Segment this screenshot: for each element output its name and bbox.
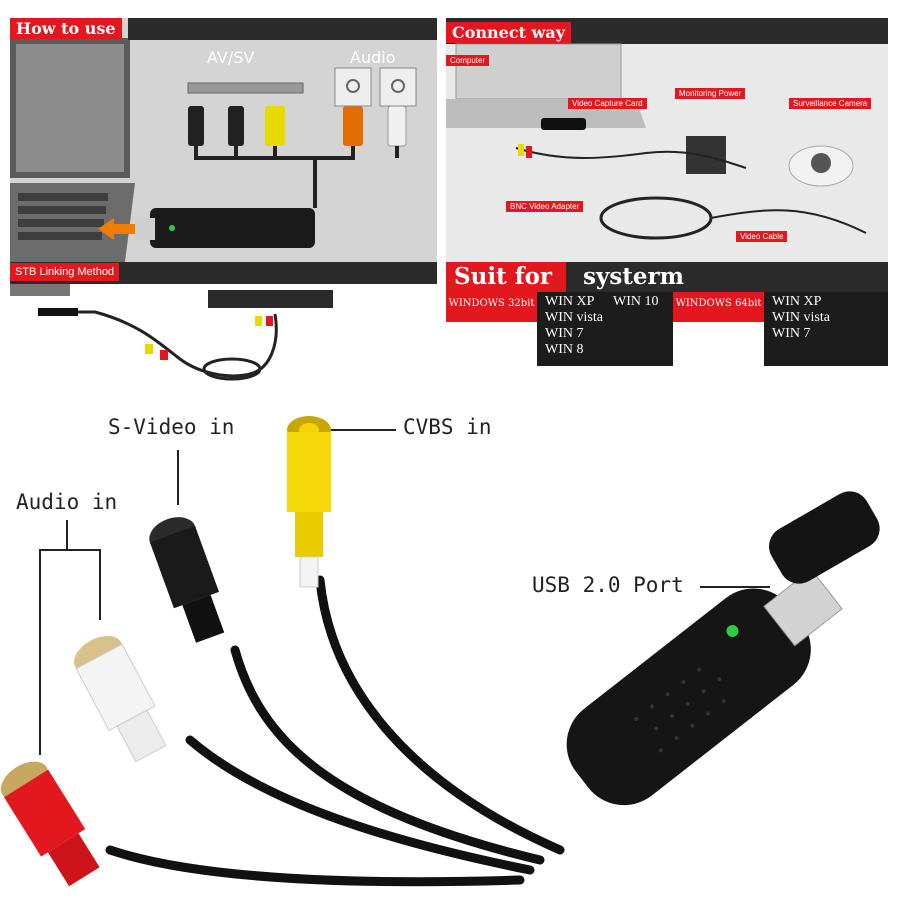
- win64-item: WIN vista: [772, 310, 830, 325]
- how-to-use-illustration: [10, 38, 417, 262]
- stb-illustration: [10, 284, 333, 381]
- win10-item: WIN 10: [613, 294, 659, 309]
- power-adapter-icon: [686, 136, 726, 174]
- win64-item: WIN 7: [772, 326, 811, 341]
- how-to-use-title: How to use: [10, 18, 122, 39]
- rca-plug-icon: [188, 105, 407, 147]
- laptop-icon: [446, 43, 646, 128]
- avsv-label: AV/SV: [207, 48, 255, 67]
- how-to-use-panel: How to use AV/SV Audio: [10, 18, 437, 262]
- connect-way-title: Connect way: [446, 22, 571, 43]
- usb-cap: [769, 491, 880, 584]
- audio-in-label: Audio in: [16, 490, 118, 514]
- win32-list: WIN XP WIN vista WIN 7 WIN 8: [537, 292, 605, 366]
- win32-item: WIN 8: [545, 342, 584, 357]
- connect-way-panel: Connect way Computer Video Capture Card …: [446, 18, 888, 262]
- win10-list: WIN 10: [605, 292, 673, 366]
- win32-item: WIN vista: [545, 310, 603, 325]
- camera-icon: [788, 145, 854, 187]
- svideo-label: S-Video in: [108, 415, 235, 439]
- cvbs-label: CVBS in: [403, 415, 492, 439]
- suit-for-title: Suit for: [446, 262, 566, 292]
- product-illustration: [0, 416, 880, 887]
- usb-dongle-icon: [541, 118, 586, 130]
- stb-linking-label: STB Linking Method: [10, 263, 120, 281]
- systerm-title: systerm: [583, 263, 684, 290]
- cvbs-connector: [287, 416, 331, 588]
- win32-item: WIN XP: [545, 294, 595, 309]
- win64-list: WIN XP WIN vista WIN 7: [764, 292, 888, 366]
- audio-label: Audio: [350, 48, 396, 67]
- label-video-cable: Video Cable: [736, 231, 788, 242]
- label-bnc-video-adapter: BNC Video Adapter: [506, 201, 584, 212]
- usb-port-label: USB 2.0 Port: [532, 573, 684, 597]
- arrow-left-icon: [98, 218, 135, 240]
- win64-label: WINDOWS 64bit: [673, 292, 764, 322]
- win32-label: WINDOWS 32bit: [446, 292, 537, 322]
- connect-way-illustration: [446, 43, 867, 240]
- usb-dongle-icon: [566, 568, 843, 806]
- label-video-capture-card: Video Capture Card: [568, 98, 647, 109]
- win64-item: WIN XP: [772, 294, 822, 309]
- usb-dongle-icon: [135, 208, 315, 248]
- audio-white-connector: [74, 635, 167, 763]
- label-monitoring-power: Monitoring Power: [675, 88, 746, 99]
- win32-item: WIN 7: [545, 326, 584, 341]
- svideo-connector: [149, 517, 225, 643]
- audio-red-connector: [0, 761, 100, 887]
- label-computer: Computer: [446, 55, 490, 66]
- label-surveillance-camera: Surveillance Camera: [789, 98, 872, 109]
- laptop-icon: [10, 38, 135, 262]
- dvd-player-icon: [208, 290, 333, 308]
